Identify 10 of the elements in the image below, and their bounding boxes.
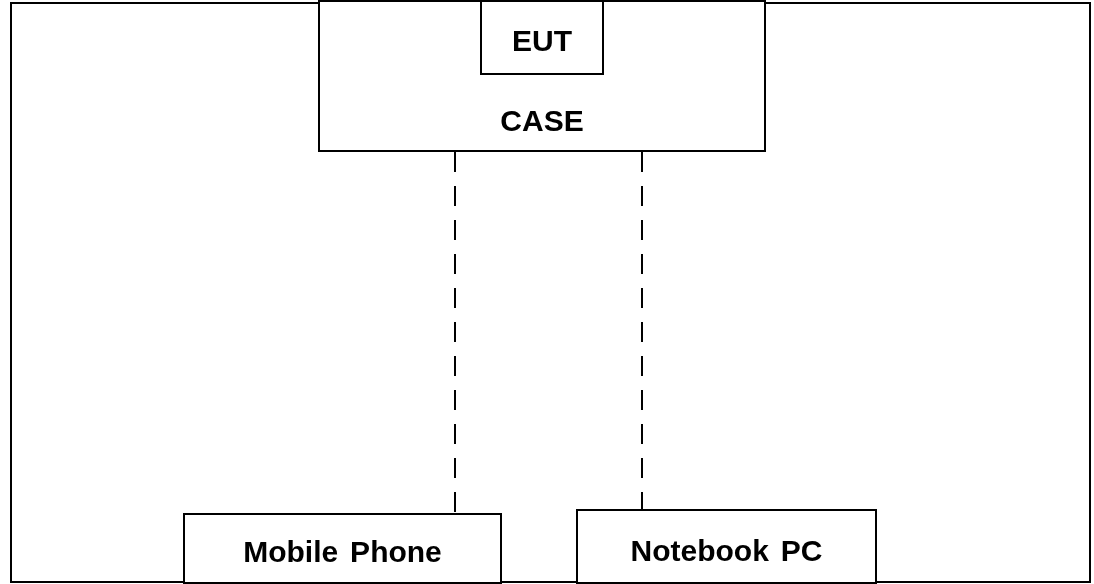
device-label: EUT <box>511 26 573 56</box>
device-box <box>318 0 766 152</box>
device-label: Notebook PC <box>629 536 824 566</box>
dashed-cable-line <box>641 151 643 510</box>
device-label: CASE <box>499 106 585 136</box>
device-box <box>183 513 502 584</box>
dashed-cable-line <box>454 151 456 514</box>
device-label: Mobile Phone <box>242 537 443 567</box>
inner-device-box <box>480 0 604 75</box>
device-box <box>576 509 877 584</box>
